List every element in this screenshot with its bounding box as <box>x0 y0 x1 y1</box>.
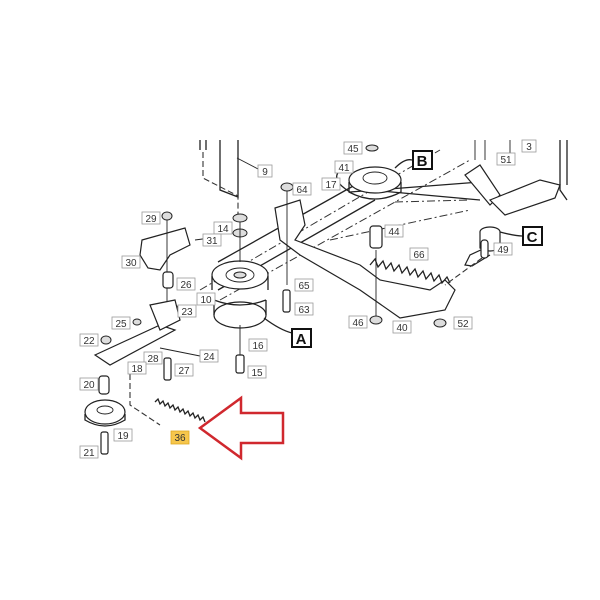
svg-text:44: 44 <box>388 227 400 238</box>
part-label[interactable]: 19 <box>113 428 133 442</box>
part-label[interactable]: 27 <box>174 363 194 377</box>
part-label[interactable]: 17 <box>321 177 341 191</box>
svg-text:51: 51 <box>500 155 512 166</box>
svg-text:10: 10 <box>200 295 212 306</box>
svg-text:29: 29 <box>145 214 157 225</box>
part-label[interactable]: 63 <box>294 302 314 316</box>
part-label[interactable]: 49 <box>493 242 513 256</box>
part-label[interactable]: 25 <box>111 316 131 330</box>
svg-text:52: 52 <box>457 319 469 330</box>
svg-text:41: 41 <box>338 163 350 174</box>
part-label[interactable]: 52 <box>453 316 473 330</box>
callout-c: C <box>522 226 543 246</box>
svg-text:A: A <box>296 331 307 348</box>
part-label-highlighted[interactable]: 36 <box>170 430 190 445</box>
svg-text:15: 15 <box>251 368 263 379</box>
highlight-arrow <box>197 395 285 461</box>
svg-text:45: 45 <box>347 144 359 155</box>
part-label[interactable]: 40 <box>392 320 412 334</box>
svg-text:3: 3 <box>526 142 532 153</box>
svg-text:23: 23 <box>181 307 193 318</box>
part-label[interactable]: 41 <box>334 160 354 174</box>
part-label[interactable]: 46 <box>348 315 368 329</box>
part-label[interactable]: 9 <box>257 164 273 178</box>
part-label[interactable]: 44 <box>384 224 404 238</box>
svg-text:46: 46 <box>352 318 364 329</box>
svg-text:16: 16 <box>252 341 264 352</box>
svg-text:17: 17 <box>325 180 337 191</box>
callout-a: A <box>291 328 312 348</box>
svg-text:9: 9 <box>262 167 268 178</box>
part-label[interactable]: 30 <box>121 255 141 269</box>
drawing-lines <box>84 140 568 455</box>
callout-b: B <box>412 150 433 170</box>
svg-text:30: 30 <box>125 258 137 269</box>
svg-text:26: 26 <box>180 280 192 291</box>
part-label[interactable]: 3 <box>521 139 537 153</box>
svg-text:14: 14 <box>217 224 229 235</box>
part-label[interactable]: 10 <box>196 292 216 306</box>
svg-text:20: 20 <box>83 380 95 391</box>
svg-text:24: 24 <box>203 352 215 363</box>
svg-text:31: 31 <box>206 236 218 247</box>
svg-text:64: 64 <box>296 185 308 196</box>
part-label[interactable]: 64 <box>292 182 312 196</box>
svg-text:18: 18 <box>131 364 143 375</box>
part-label[interactable]: 23 <box>177 304 197 318</box>
part-label[interactable]: 18 <box>127 361 147 375</box>
part-label[interactable]: 16 <box>248 338 268 352</box>
part-label[interactable]: 14 <box>213 221 233 235</box>
svg-text:28: 28 <box>147 354 159 365</box>
part-label[interactable]: 20 <box>79 377 99 391</box>
part-label[interactable]: 65 <box>294 278 314 292</box>
svg-text:40: 40 <box>396 323 408 334</box>
part-label[interactable]: 22 <box>79 333 99 347</box>
svg-text:36: 36 <box>174 433 186 444</box>
part-label[interactable]: 29 <box>141 211 161 225</box>
svg-text:19: 19 <box>117 431 129 442</box>
svg-text:27: 27 <box>178 366 190 377</box>
part-label[interactable]: 21 <box>79 445 99 459</box>
svg-text:63: 63 <box>298 305 310 316</box>
svg-text:B: B <box>417 153 428 170</box>
part-label[interactable]: 26 <box>176 277 196 291</box>
part-label[interactable]: 28 <box>143 351 163 365</box>
part-label[interactable]: 24 <box>199 349 219 363</box>
svg-text:C: C <box>527 229 538 246</box>
svg-text:66: 66 <box>413 250 425 261</box>
part-label[interactable]: 31 <box>202 233 222 247</box>
part-label[interactable]: 45 <box>343 141 363 155</box>
part-label[interactable]: 51 <box>496 152 516 166</box>
part-labels: 9 64 29 14 31 30 26 10 23 65 63 25 22 24… <box>79 139 537 459</box>
svg-text:49: 49 <box>497 245 509 256</box>
svg-text:22: 22 <box>83 336 95 347</box>
svg-text:25: 25 <box>115 319 127 330</box>
svg-text:65: 65 <box>298 281 310 292</box>
svg-text:21: 21 <box>83 448 95 459</box>
part-label[interactable]: 66 <box>409 247 429 261</box>
part-label[interactable]: 15 <box>247 365 267 379</box>
